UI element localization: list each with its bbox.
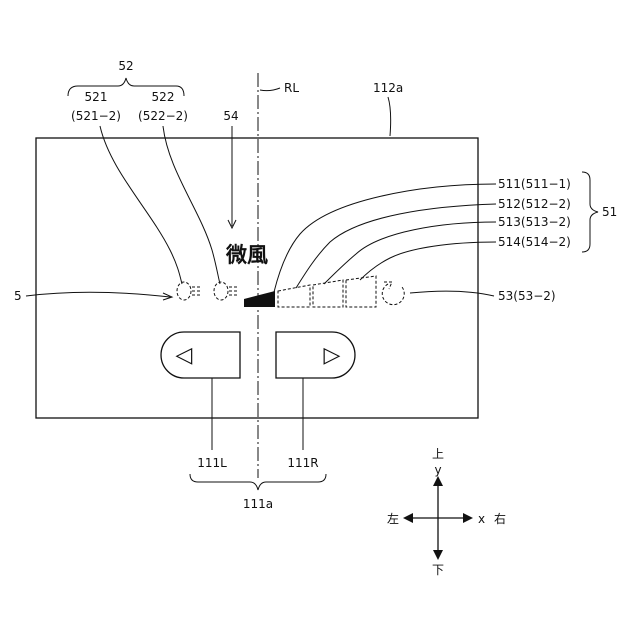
level-segment-512 — [278, 285, 310, 307]
label-x: x — [478, 512, 485, 526]
level-segment-511 — [244, 291, 275, 307]
label-112a: 112a — [373, 81, 403, 95]
left-triangle-icon: ◁ — [176, 343, 193, 368]
leader-5 — [26, 292, 170, 297]
leader-rl — [260, 88, 280, 91]
brace-51 — [582, 172, 598, 252]
arrow-right-icon — [463, 513, 473, 523]
label-53: 53(53−2) — [498, 289, 556, 303]
leader-522 — [163, 126, 220, 284]
label-111r: 111R — [287, 456, 318, 470]
leader-521 — [100, 126, 182, 284]
wind-intensity-text: 微風 — [225, 243, 268, 267]
label-54: 54 — [223, 109, 238, 123]
display-panel-112a — [36, 138, 478, 418]
leader-112a — [388, 97, 391, 136]
leader-514 — [360, 242, 496, 280]
label-521: 521 — [85, 90, 108, 104]
leader-513 — [324, 222, 496, 284]
icon-521 — [177, 282, 201, 300]
direction-cross — [403, 476, 473, 560]
label-down: 下 — [432, 563, 444, 577]
arrow-down-icon — [433, 550, 443, 560]
wind-level-bar-51 — [244, 276, 376, 307]
label-up: 上 — [432, 447, 444, 461]
level-segment-514 — [346, 276, 376, 307]
label-513: 513(513−2) — [498, 215, 571, 229]
arrow-up-icon — [433, 476, 443, 486]
label-right: 右 — [494, 511, 506, 526]
label-5: 5 — [14, 289, 22, 303]
icon-53 — [382, 282, 404, 305]
label-y: y — [434, 463, 441, 477]
label-left: 左 — [387, 511, 399, 526]
label-52: 52 — [118, 59, 133, 73]
arrow-left-icon — [403, 513, 413, 523]
label-111a: 111a — [243, 497, 273, 511]
label-514: 514(514−2) — [498, 235, 571, 249]
label-512: 512(512−2) — [498, 197, 571, 211]
label-522-sub: (522−2) — [138, 109, 188, 123]
label-111l: 111L — [197, 456, 227, 470]
leader-512 — [296, 204, 496, 288]
right-triangle-icon: ▷ — [324, 343, 341, 368]
label-51: 51 — [602, 205, 617, 219]
leader-53 — [410, 291, 494, 296]
level-segment-513 — [313, 280, 343, 307]
label-rl: RL — [284, 81, 299, 95]
label-521-sub: (521−2) — [71, 109, 121, 123]
icon-522 — [214, 282, 238, 300]
right-button-111r[interactable]: ▷ — [276, 332, 355, 378]
left-button-111l[interactable]: ◁ — [161, 332, 240, 378]
label-522: 522 — [152, 90, 175, 104]
label-511: 511(511−1) — [498, 177, 571, 191]
